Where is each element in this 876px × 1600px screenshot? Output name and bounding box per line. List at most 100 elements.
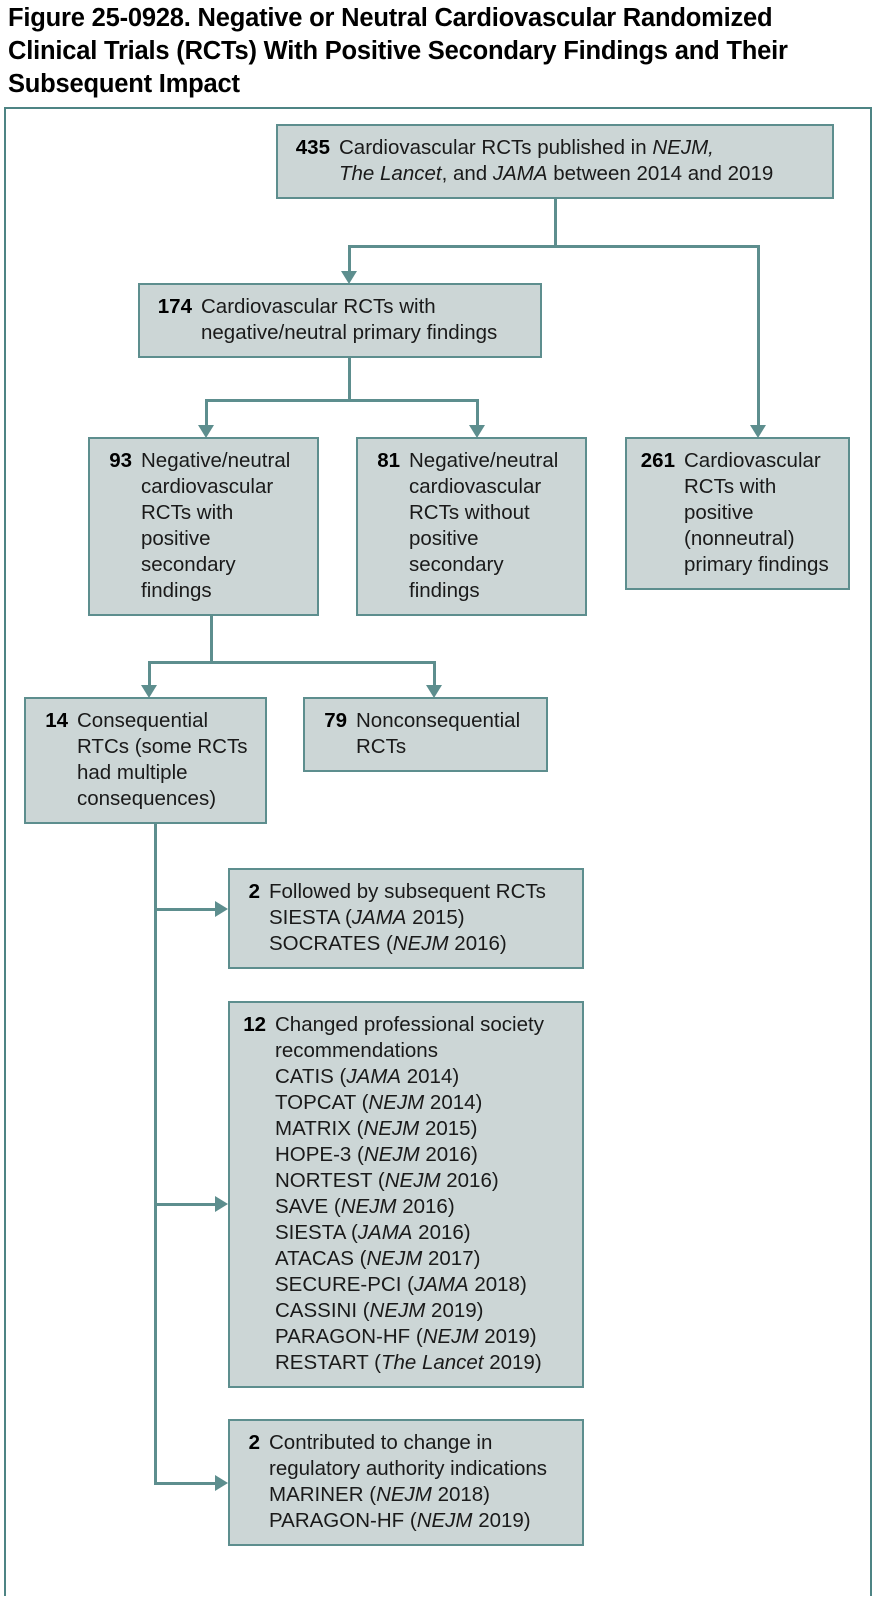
node-secondary-positive-text: Negative/neutral cardiovascular RCTs wit… xyxy=(132,448,307,604)
trial-year: 2016) xyxy=(396,1195,455,1219)
node-secondary-positive-count: 93 xyxy=(109,449,132,472)
recommendation-trial-9: CASSINI (NEJM 2019) xyxy=(275,1298,572,1324)
trial-journal: NEJM xyxy=(369,1299,426,1323)
recommendation-trial-5: SAVE (NEJM 2016) xyxy=(275,1194,572,1220)
recommendation-trial-8: SECURE-PCI (JAMA 2018) xyxy=(275,1272,572,1298)
node-subsequent-text: Followed by subsequent RCTs SIESTA (JAMA… xyxy=(260,879,572,957)
trial-year: 2016) xyxy=(419,1143,478,1167)
trial-year: 2018) xyxy=(468,1273,527,1297)
journal-nejm: NEJM xyxy=(392,932,449,956)
node-261-l4: (nonneutral) xyxy=(684,527,795,551)
node-society-recommendations[interactable]: 12 Changed professional society recommen… xyxy=(228,1001,584,1389)
node-sub-l1: Followed by subsequent RCTs xyxy=(269,880,546,903)
node-consequential-text: Consequential RTCs (some RCTs had multip… xyxy=(68,708,255,812)
trial-journal: JAMA xyxy=(413,1273,469,1297)
node-261-l1: Cardiovascular xyxy=(684,449,821,472)
node-regulatory-count: 2 xyxy=(248,1431,260,1454)
node-regulatory-text: Contributed to change in regulatory auth… xyxy=(260,1430,572,1534)
trial-name: ATACAS ( xyxy=(275,1247,367,1271)
trial-journal: NEJM xyxy=(384,1169,441,1193)
journal-jama: JAMA xyxy=(351,906,407,930)
node-total-l2b: between 2014 and 2019 xyxy=(547,162,774,186)
trial-name: SECURE-PCI ( xyxy=(275,1273,414,1297)
connector-14-spine xyxy=(154,818,157,1485)
trial-year: 2015) xyxy=(419,1117,478,1141)
node-consequential[interactable]: 14 Consequential RTCs (some RCTs had mul… xyxy=(24,697,267,825)
node-total-text: Cardiovascular RCTs published in NEJM, T… xyxy=(330,135,822,187)
node-regulatory-indications[interactable]: 2 Contributed to change in regulatory au… xyxy=(228,1419,584,1547)
node-14-l4: consequences) xyxy=(77,787,217,811)
node-subsequent-rcts[interactable]: 2 Followed by subsequent RCTs SIESTA (JA… xyxy=(228,868,584,970)
recommendation-trial-4: NORTEST (NEJM 2016) xyxy=(275,1168,572,1194)
node-rec-l2: recommendations xyxy=(275,1039,438,1063)
node-81-l3: RCTs without xyxy=(409,501,530,525)
arrow-down-to-14 xyxy=(141,685,157,698)
trial-name: MATRIX ( xyxy=(275,1117,364,1141)
connector-14-to-regulatory xyxy=(154,1482,216,1485)
trial-journal: NEJM xyxy=(366,1247,423,1271)
arrow-right-to-recommendations xyxy=(215,1196,228,1212)
trial-journal: The Lancet xyxy=(380,1351,484,1375)
node-14-l1: Consequential xyxy=(77,709,209,732)
node-recommendations-count: 12 xyxy=(243,1013,266,1036)
node-total-l1a: Cardiovascular RCTs published in xyxy=(339,136,653,159)
arrow-down-to-79 xyxy=(426,685,442,698)
node-81-l5: secondary xyxy=(409,553,504,577)
connector-total-left xyxy=(348,245,351,273)
node-93-l3: RCTs with xyxy=(141,501,234,525)
node-14-l3: had multiple xyxy=(77,761,188,785)
page-title: Figure 25-0928. Negative or Neutral Card… xyxy=(8,4,788,98)
node-primary-positive-count: 261 xyxy=(640,449,675,472)
node-14-l2: RTCs (some RCTs xyxy=(77,735,248,759)
node-79-l2: RCTs xyxy=(356,735,407,759)
recommendation-trial-3: HOPE-3 (NEJM 2016) xyxy=(275,1142,572,1168)
trial-name: RESTART ( xyxy=(275,1351,381,1375)
node-93-l4: positive xyxy=(141,527,211,551)
recommendation-trial-10: PARAGON-HF (NEJM 2019) xyxy=(275,1324,572,1350)
node-81-l4: positive xyxy=(409,527,479,551)
arrow-down-to-93 xyxy=(198,425,214,438)
node-negative-text: Cardiovascular RCTs with negative/neutra… xyxy=(192,294,530,346)
trial-journal: NEJM xyxy=(340,1195,397,1219)
node-secondary-none[interactable]: 81 Negative/neutral cardiovascular RCTs … xyxy=(356,437,587,617)
trial-journal: NEJM xyxy=(422,1325,479,1349)
node-93-l2: cardiovascular xyxy=(141,475,274,499)
trial-name: CATIS ( xyxy=(275,1065,347,1089)
node-nonconsequential[interactable]: 79 Nonconsequential RCTs xyxy=(303,697,548,773)
node-secondary-positive[interactable]: 93 Negative/neutral cardiovascular RCTs … xyxy=(88,437,319,617)
trial-year: 2019) xyxy=(478,1325,537,1349)
node-81-l1: Negative/neutral xyxy=(409,449,559,472)
node-negative-primary[interactable]: 174 Cardiovascular RCTs with negative/ne… xyxy=(138,283,542,359)
arrow-right-to-regulatory xyxy=(215,1475,228,1491)
recommendation-trial-0: CATIS (JAMA 2014) xyxy=(275,1064,572,1090)
trial-journal: NEJM xyxy=(363,1117,420,1141)
trial-journal: JAMA xyxy=(346,1065,402,1089)
node-primary-positive[interactable]: 261 Cardiovascular RCTs with positive (n… xyxy=(625,437,850,591)
trial-year-2016: 2016) xyxy=(448,932,507,956)
connector-174-bar xyxy=(205,399,479,402)
node-93-l1: Negative/neutral xyxy=(141,449,291,472)
node-total-journal-lancet: The Lancet xyxy=(339,162,442,186)
node-79-l1: Nonconsequential xyxy=(356,709,521,732)
trial-name-paragon-hf: PARAGON-HF ( xyxy=(269,1509,417,1533)
connector-total-stem xyxy=(554,197,557,247)
trial-journal: JAMA xyxy=(357,1221,413,1245)
figure-frame xyxy=(4,107,872,1596)
connector-total-bar xyxy=(348,245,760,248)
trial-year: 2019) xyxy=(483,1351,542,1375)
trial-year: 2019) xyxy=(425,1299,484,1323)
arrow-down-to-81 xyxy=(469,425,485,438)
trial-name: NORTEST ( xyxy=(275,1169,385,1193)
trial-year-2019: 2019) xyxy=(472,1509,531,1533)
trial-name: TOPCAT ( xyxy=(275,1091,369,1115)
recommendation-trial-6: SIESTA (JAMA 2016) xyxy=(275,1220,572,1246)
node-nonconsequential-text: Nonconsequential RCTs xyxy=(347,708,536,760)
trial-year-2018: 2018) xyxy=(431,1483,491,1507)
recommendation-trial-7: ATACAS (NEJM 2017) xyxy=(275,1246,572,1272)
node-consequential-count: 14 xyxy=(45,709,68,732)
connector-174-left xyxy=(205,399,208,427)
node-total-rcts[interactable]: 435 Cardiovascular RCTs published in NEJ… xyxy=(276,124,834,200)
recommendations-trial-list: CATIS (JAMA 2014)TOPCAT (NEJM 2014)MATRI… xyxy=(275,1064,572,1376)
node-total-count: 435 xyxy=(295,136,330,159)
